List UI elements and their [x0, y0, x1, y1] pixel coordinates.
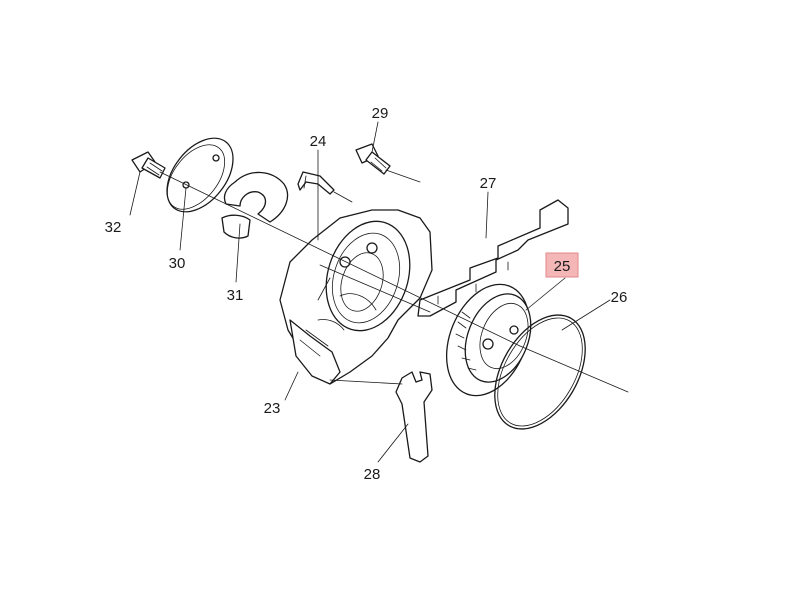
highlight-badge-25	[545, 252, 579, 278]
callout-label-24[interactable]: 24	[310, 133, 327, 150]
callout-label-30[interactable]: 30	[169, 255, 186, 272]
callout-label-31[interactable]: 31	[227, 287, 244, 304]
callout-labels: 32 30 31 24 29 27 25 26 23 28	[105, 105, 628, 483]
callout-label-23[interactable]: 23	[264, 400, 281, 417]
part-23-housing[interactable]	[279, 209, 433, 385]
part-30-plate[interactable]	[154, 126, 247, 224]
callout-label-29[interactable]: 29	[372, 105, 389, 122]
callout-label-26[interactable]: 26	[611, 289, 628, 306]
part-31-collar[interactable]	[221, 171, 289, 239]
callout-label-28[interactable]: 28	[364, 466, 381, 483]
part-27-guide[interactable]	[417, 199, 569, 317]
leader-lines	[129, 121, 611, 463]
part-25-reel[interactable]	[431, 272, 545, 408]
assembly-axis-lines	[159, 169, 629, 393]
part-24-clip[interactable]	[297, 171, 335, 195]
callout-label-25[interactable]: 25	[554, 258, 571, 275]
part-28-wrench[interactable]	[395, 371, 433, 463]
part-32-bolt[interactable]	[131, 151, 166, 179]
part-26-ring[interactable]	[476, 299, 604, 444]
callout-label-32[interactable]: 32	[105, 219, 122, 236]
callout-label-27[interactable]: 27	[480, 175, 497, 192]
